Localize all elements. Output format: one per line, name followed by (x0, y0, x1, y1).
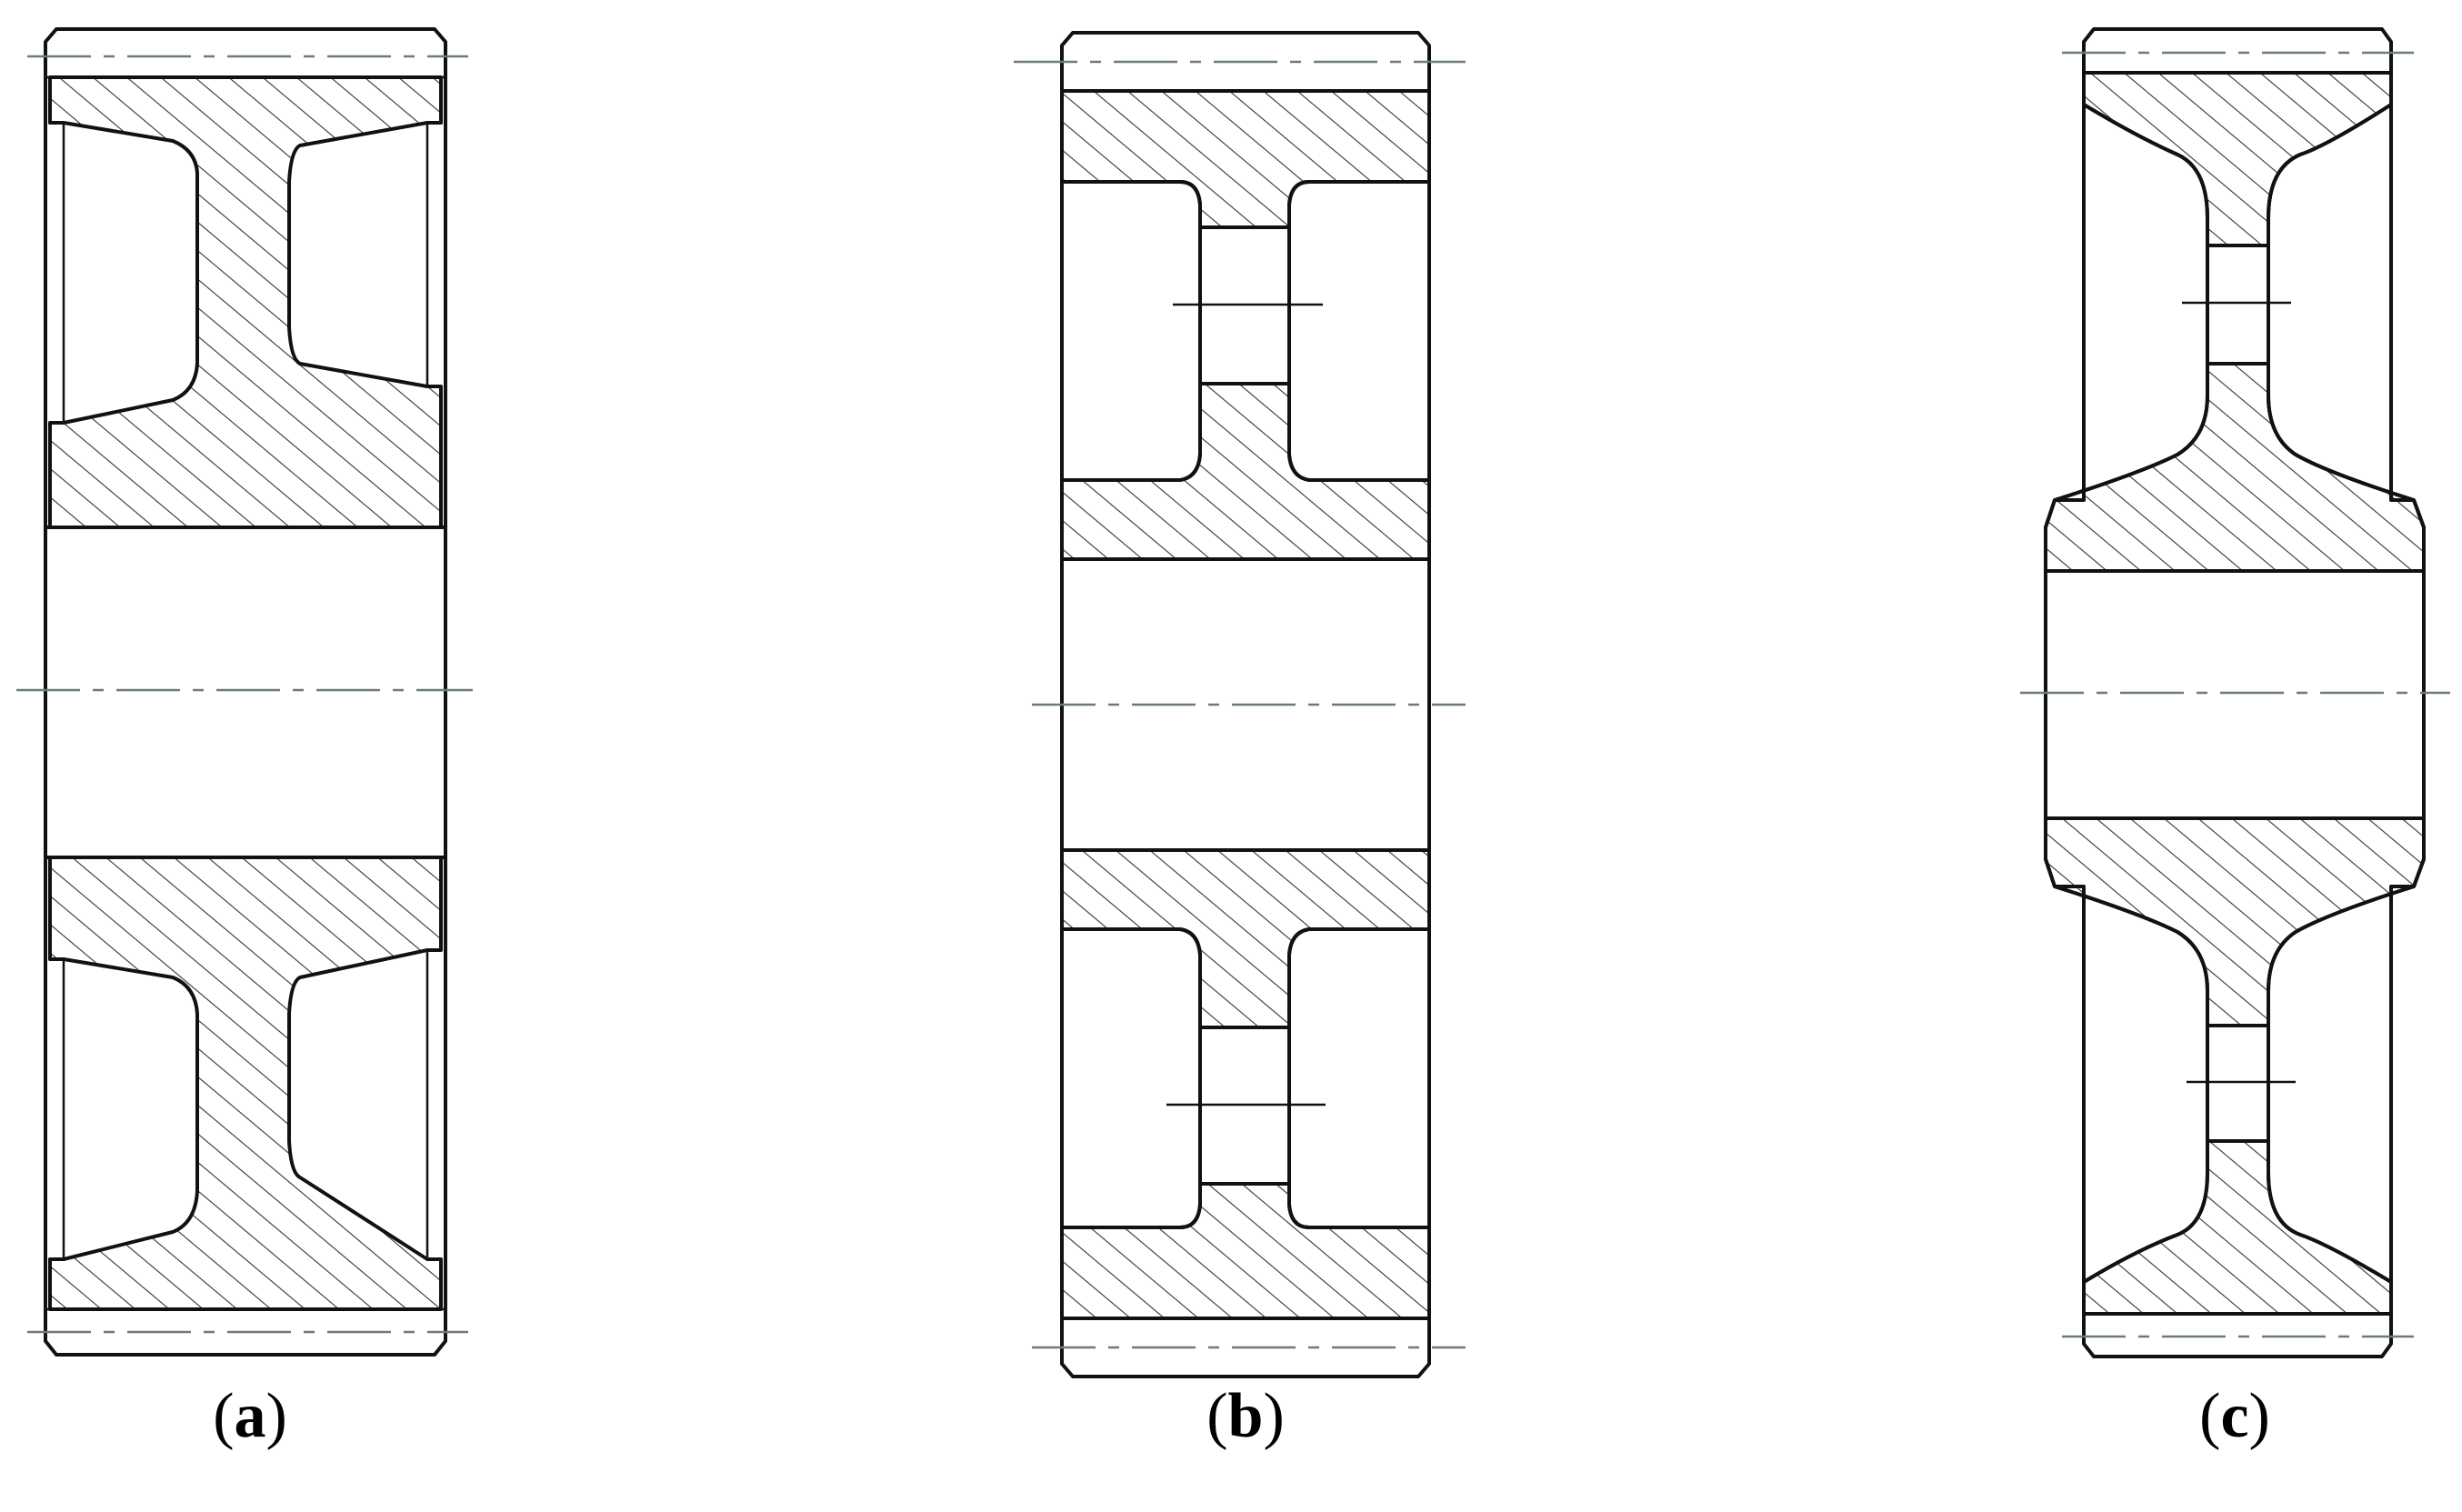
gear-b (1014, 31, 1466, 1378)
caption-a-close: ) (265, 1381, 287, 1451)
caption-b-letter: b (1227, 1381, 1264, 1451)
gear-b-lower-hub-section (1060, 848, 1431, 1029)
gear-b-recess-right-bottom (1287, 927, 1429, 1229)
gear-c-lower-section (2082, 1139, 2393, 1316)
gear-a-outline (44, 27, 447, 1357)
gear-c (2020, 27, 2450, 1358)
gear-b-recess-left-bottom (1062, 927, 1202, 1229)
caption-c-open: ( (2199, 1381, 2221, 1451)
gear-c-upper-hub-section (2044, 362, 2426, 573)
gear-b-upper-rim-section (1060, 89, 1431, 229)
gear-c-outline (2044, 27, 2426, 1358)
gear-c-web-curve-left-bottom (2054, 885, 2209, 1284)
gear-c-web-hole-bottom (2206, 1024, 2270, 1143)
caption-c: (c) (2144, 1380, 2326, 1453)
gear-b-outline (1060, 31, 1431, 1378)
caption-b-close: ) (1263, 1381, 1285, 1451)
gear-b-recess-right-top (1287, 180, 1429, 482)
gear-a-lower-section (48, 856, 443, 1311)
gear-c-web-curve-left-top (2054, 103, 2209, 502)
caption-c-close: ) (2248, 1381, 2270, 1451)
caption-b: (b) (1155, 1380, 1336, 1453)
caption-b-open: ( (1206, 1381, 1228, 1451)
gear-a-upper-section (48, 75, 443, 529)
gear-c-lower-hub-section (2044, 816, 2426, 1027)
gear-b-lower-rim-section (1060, 1182, 1431, 1320)
gear-c-web-hole-top (2206, 244, 2270, 365)
caption-c-letter: c (2220, 1381, 2249, 1451)
caption-a-letter: a (234, 1381, 266, 1451)
gear-b-recess-left-top (1062, 180, 1202, 482)
gear-a (16, 27, 473, 1357)
gear-c-upper-section (2082, 71, 2393, 247)
gear-b-upper-hub-section (1060, 382, 1431, 561)
caption-a-open: ( (213, 1381, 235, 1451)
caption-a: (a) (159, 1380, 341, 1453)
